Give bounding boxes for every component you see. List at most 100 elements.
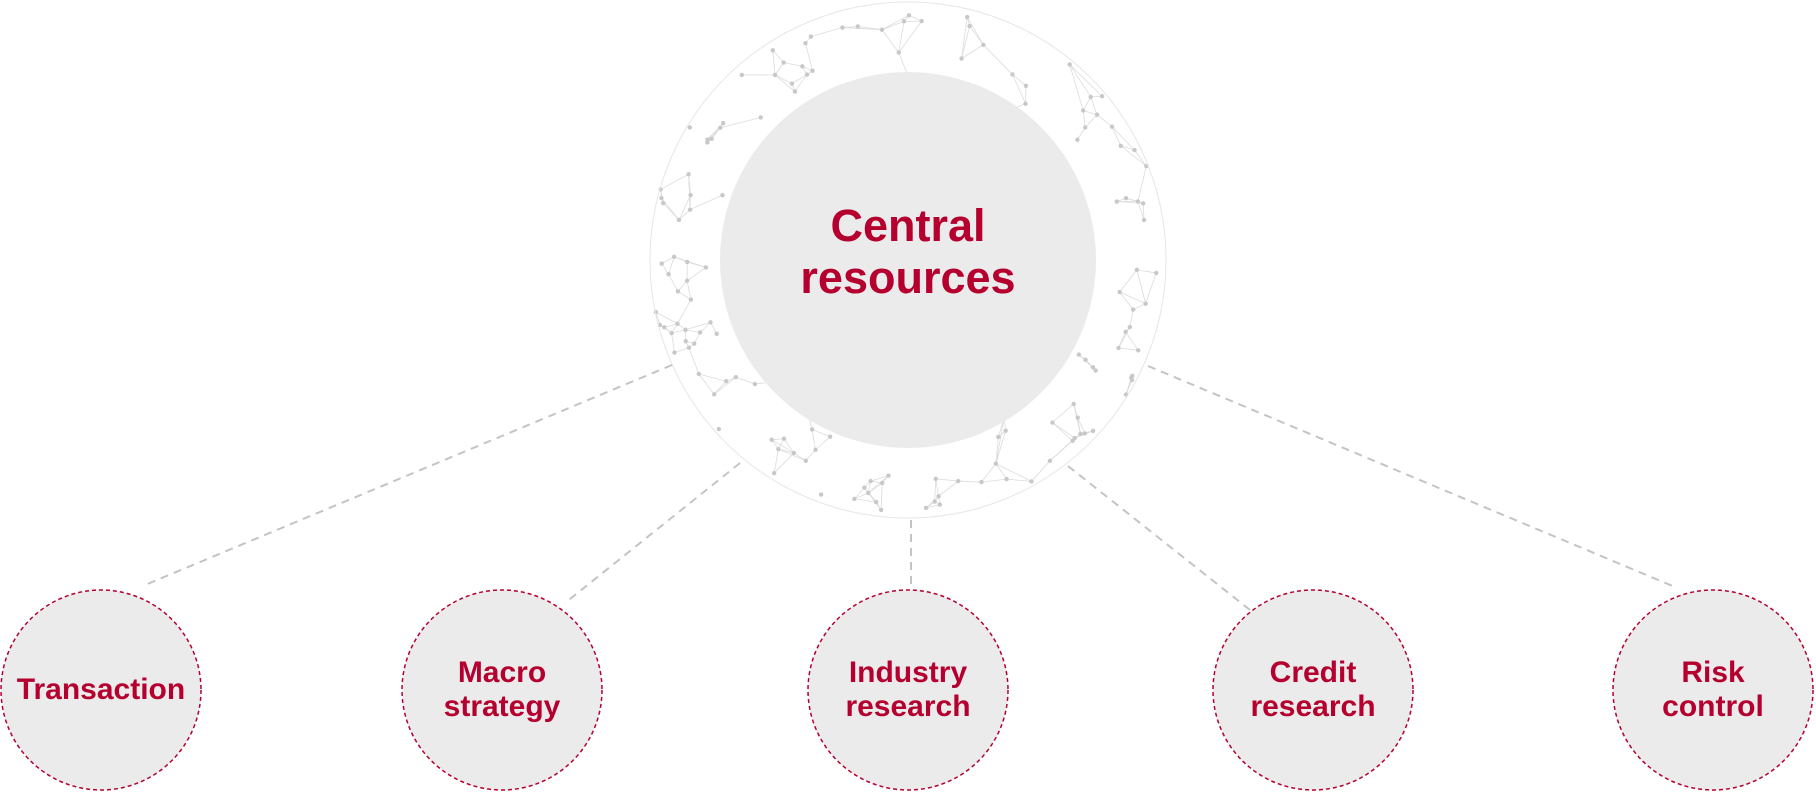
network-link [775, 63, 784, 75]
network-node [840, 25, 844, 29]
network-link [816, 437, 831, 450]
network-node [1131, 307, 1135, 311]
network-node [852, 497, 856, 501]
network-node [688, 207, 692, 211]
network-link [882, 30, 899, 53]
network-node [924, 506, 928, 510]
network-link [736, 377, 755, 384]
network-node [1067, 62, 1071, 66]
network-node [792, 451, 796, 455]
network-node [1143, 301, 1147, 305]
connector-transaction [145, 365, 672, 585]
network-node [661, 201, 665, 205]
network-link [812, 429, 830, 436]
network-link [661, 174, 689, 189]
connector-risk-control [1148, 366, 1675, 587]
network-link [1012, 74, 1025, 103]
network-node [677, 218, 681, 222]
network-node [886, 473, 890, 477]
network-node [715, 332, 719, 336]
network-node [1003, 429, 1007, 433]
network-node [1072, 436, 1076, 440]
node-label-macro-strategy-line-2: strategy [402, 690, 602, 724]
network-node [793, 89, 797, 93]
network-node [676, 289, 680, 293]
network-link [958, 481, 981, 482]
network-node [819, 492, 823, 496]
network-link [1052, 423, 1072, 441]
network-link [1085, 115, 1097, 128]
network-link [689, 348, 699, 374]
network-node [659, 196, 663, 200]
network-node [1048, 459, 1052, 463]
network-node [1124, 196, 1128, 200]
network-node [697, 372, 701, 376]
network-node [1077, 352, 1081, 356]
network-node [683, 328, 687, 332]
network-node [1123, 330, 1127, 334]
network-node [709, 137, 713, 141]
network-link [669, 274, 678, 291]
network-node [804, 459, 808, 463]
central-resources-line-2: resources [708, 252, 1108, 304]
network-link [970, 26, 984, 45]
network-link [1052, 423, 1074, 439]
network-link [699, 374, 714, 394]
connector-macro-strategy [565, 463, 740, 603]
network-node [689, 297, 693, 301]
network-node [936, 494, 940, 498]
network-link [773, 50, 775, 75]
network-node [672, 255, 676, 259]
network-link [1120, 270, 1137, 292]
network-node [781, 60, 785, 64]
network-node [1083, 431, 1087, 435]
network-node [1119, 144, 1123, 148]
network-link [1126, 332, 1139, 350]
network-link [1137, 270, 1156, 273]
network-node [1075, 138, 1079, 142]
network-link [806, 450, 816, 461]
network-link [1052, 404, 1073, 423]
network-node [981, 43, 985, 47]
network-link [1119, 348, 1139, 350]
node-label-credit-research-line-2: research [1213, 690, 1413, 724]
network-node [773, 73, 777, 77]
network-node [1093, 368, 1097, 372]
node-label-industry-research-line-2: research [808, 690, 1008, 724]
network-node [907, 13, 911, 17]
network-node [810, 427, 814, 431]
network-link [699, 374, 726, 381]
network-node [1110, 124, 1114, 128]
network-node [753, 382, 757, 386]
network-node [720, 193, 724, 197]
network-link [983, 45, 1012, 75]
network-link [811, 28, 843, 37]
network-node [1004, 477, 1008, 481]
network-node [880, 28, 884, 32]
network-node [965, 15, 969, 19]
network-node [919, 19, 923, 23]
central-resources-label: Central resources [708, 200, 1108, 304]
network-link [674, 257, 706, 268]
network-link [1091, 97, 1097, 115]
network-node [1083, 358, 1087, 362]
connector-credit-research [1068, 466, 1250, 610]
network-node [686, 172, 690, 176]
network-link [936, 479, 958, 481]
network-node [734, 375, 738, 379]
network-link [899, 21, 904, 52]
network-node [717, 427, 721, 431]
network-link [714, 381, 726, 394]
network-node [669, 331, 673, 335]
network-node [790, 81, 794, 85]
network-node [932, 499, 936, 503]
network-node [662, 325, 666, 329]
network-node [705, 137, 709, 141]
network-node [1083, 125, 1087, 129]
network-node [1023, 102, 1027, 106]
network-link [784, 63, 803, 67]
network-node [874, 500, 878, 504]
network-link [881, 483, 882, 510]
network-node [902, 19, 906, 23]
network-node [938, 502, 942, 506]
